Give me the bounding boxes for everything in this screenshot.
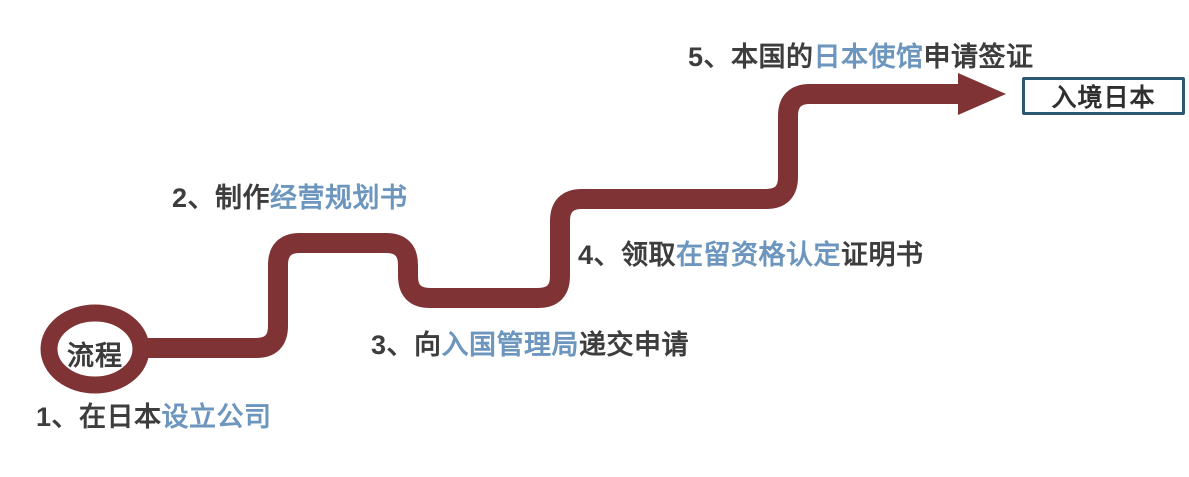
step-3-highlight: 入国管理局: [441, 330, 580, 360]
step-4-label: 4、领取在留资格认定证明书: [578, 240, 924, 271]
step-5-prefix: 5、本国的: [688, 42, 814, 72]
step-5-label: 5、本国的日本使馆申请签证: [688, 42, 1034, 73]
step-4-highlight: 在留资格认定: [676, 240, 842, 270]
step-5-highlight: 日本使馆: [813, 42, 924, 72]
step-4-suffix: 证明书: [841, 240, 924, 270]
step-1-label: 1、在日本设立公司: [36, 402, 272, 433]
flow-path: [140, 84, 962, 358]
start-node-label: 流程: [67, 341, 123, 371]
step-3-suffix: 递交申请: [579, 330, 690, 360]
step-2-highlight: 经营规划书: [270, 183, 408, 213]
step-2-prefix: 2、制作: [172, 183, 271, 213]
arrowhead-icon: [958, 73, 1006, 115]
step-2-label: 2、制作经营规划书: [172, 183, 408, 214]
step-3-label: 3、向入国管理局递交申请: [371, 330, 690, 361]
step-3-prefix: 3、向: [371, 330, 442, 360]
step-1-highlight: 设立公司: [161, 402, 272, 432]
end-node-label: 入境日本: [1051, 84, 1156, 112]
step-1-prefix: 1、在日本: [36, 402, 162, 432]
step-4-prefix: 4、领取: [578, 240, 677, 270]
start-oval: [40, 304, 150, 394]
end-node-box: 入境日本: [1022, 77, 1185, 115]
step-5-suffix: 申请签证: [923, 42, 1034, 72]
